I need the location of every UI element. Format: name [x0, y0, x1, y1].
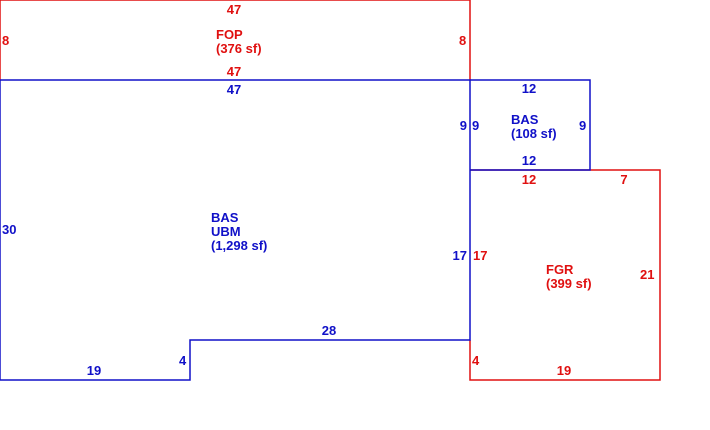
fop-area-code: FOP	[216, 27, 243, 42]
dim-fgr-top-right: 7	[620, 172, 627, 187]
bas-main-area-code: BAS	[211, 210, 239, 225]
dim-fgr-left-lower: 4	[472, 353, 480, 368]
dim-fgr-right: 21	[640, 267, 654, 282]
dim-bas-notch-step: 4	[179, 353, 187, 368]
bas-main-area-size: (1,298 sf)	[211, 238, 267, 253]
fgr-outline	[469, 169, 661, 381]
dim-fgr-left-upper: 17	[473, 248, 487, 263]
dim-bas2-right: 9	[579, 118, 586, 133]
fgr-area-size: (399 sf)	[546, 276, 592, 291]
dim-bas2-bottom: 12	[522, 153, 536, 168]
bas-small-area-size: (108 sf)	[511, 126, 557, 141]
dim-bas-bottom-left: 19	[87, 363, 101, 378]
fop-outline	[0, 0, 471, 80]
bas-small-area-code: BAS	[511, 112, 539, 127]
dim-bas-right-upper: 9	[460, 118, 467, 133]
dim-fop-left: 8	[2, 33, 9, 48]
dim-bas2-top: 12	[522, 81, 536, 96]
dim-fop-bottom: 47	[227, 64, 241, 79]
fgr-area-code: FGR	[546, 262, 574, 277]
dim-fop-right: 8	[459, 33, 466, 48]
dim-bas-right-lower: 17	[453, 248, 467, 263]
dim-fgr-top-left: 12	[522, 172, 536, 187]
fop-area-size: (376 sf)	[216, 41, 262, 56]
dim-bas-left: 30	[2, 222, 16, 237]
dim-bas2-left: 9	[472, 118, 479, 133]
dim-bas-notch-bottom: 28	[322, 323, 336, 338]
dim-fgr-bottom: 19	[557, 363, 571, 378]
dim-fop-top: 47	[227, 2, 241, 17]
bas-small-outline	[470, 79, 591, 171]
bas-main-area-sub: UBM	[211, 224, 241, 239]
dim-bas-top: 47	[227, 82, 241, 97]
